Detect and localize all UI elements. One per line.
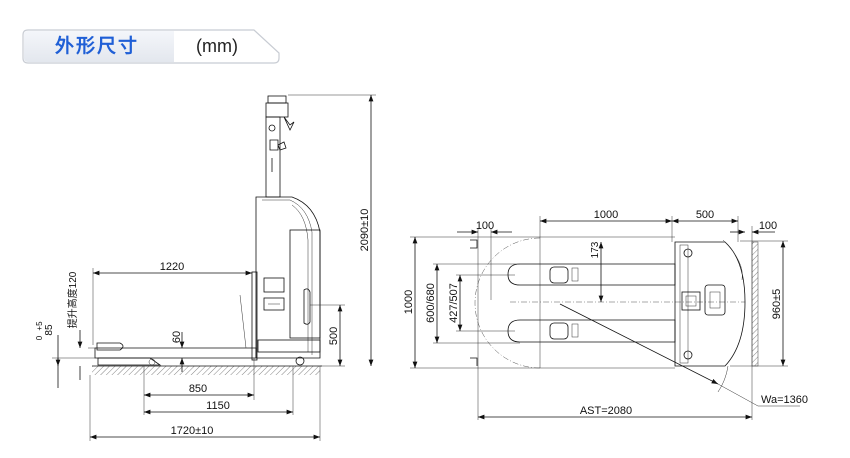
ground-hatch <box>92 366 320 375</box>
dim-overall-height: 2090±10 <box>359 209 371 252</box>
dim-wa: Wa=1360 <box>761 394 808 406</box>
dim-tol-upper: +5 <box>35 321 44 331</box>
dim-lift-height: 提升高度120 <box>66 271 79 328</box>
header-title: 外形尺寸 <box>54 36 139 57</box>
dim-clearance-left: 100 <box>476 220 494 232</box>
truck-side-body <box>251 95 321 366</box>
section-header: 外形尺寸 (mm) <box>22 29 280 64</box>
dim-overall-width: 960±5 <box>771 289 783 320</box>
header-tab-shape <box>22 29 280 64</box>
dim-fork-thickness: 60 <box>171 331 183 343</box>
side-view: 1220 2090±10 500 60 85 +5 0 提升高度120 850 … <box>35 94 376 441</box>
top-view: 1000 500 100 100 1000 600/680 427/507 17… <box>403 209 808 420</box>
dim-ast: AST=2080 <box>580 405 632 417</box>
dim-173: 173 <box>590 241 601 258</box>
dim-1150: 1150 <box>206 400 230 412</box>
dim-850: 850 <box>189 383 207 395</box>
fork-side <box>94 294 257 366</box>
dim-fork-inner-width: 427/507 <box>448 283 460 323</box>
truck-top-body <box>674 241 746 367</box>
header-unit: (mm) <box>196 36 238 56</box>
dim-fork-section: 1000 <box>594 209 618 221</box>
dim-body-length: 500 <box>696 209 714 221</box>
fork-top <box>507 263 676 343</box>
dim-overall-length: 1720±10 <box>171 425 214 437</box>
dim-clearance-right: 100 <box>759 220 777 232</box>
dim-handle-height: 500 <box>328 327 340 345</box>
dim-fork-outer-width: 600/680 <box>425 283 437 323</box>
wall-hatch <box>751 241 759 367</box>
dim-fork-lowered-height: 85 <box>44 324 55 336</box>
dim-tol-lower: 0 <box>35 335 44 340</box>
dim-aisle-side: 1000 <box>403 290 415 314</box>
dim-fork-length: 1220 <box>160 261 184 273</box>
